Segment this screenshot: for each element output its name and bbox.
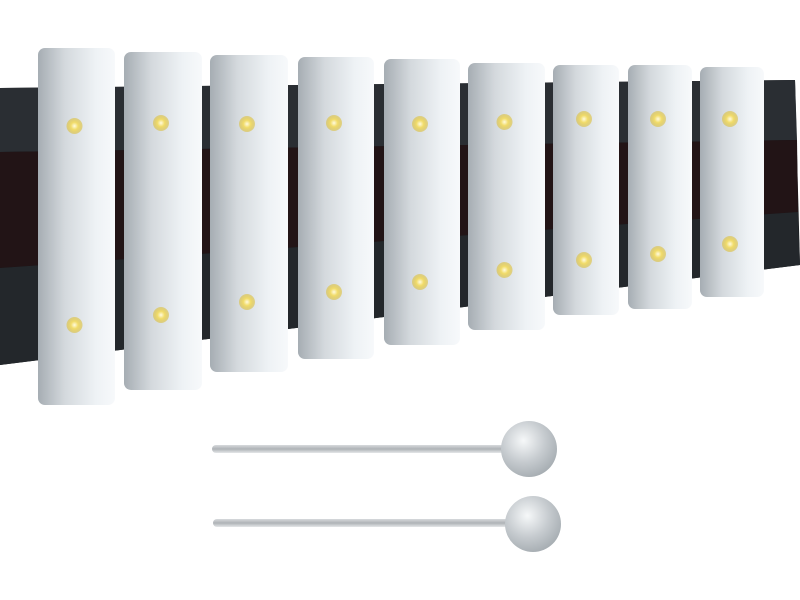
screw-icon — [239, 294, 255, 310]
xylophone-bar-8[interactable] — [628, 65, 692, 309]
xylophone-bar-7[interactable] — [553, 65, 619, 315]
screw-icon — [239, 116, 255, 132]
xylophone-bars — [38, 48, 764, 405]
bar-9-plate[interactable] — [700, 67, 764, 297]
bar-8-plate[interactable] — [628, 65, 692, 309]
xylophone-bar-4[interactable] — [298, 57, 374, 359]
bar-4-plate[interactable] — [298, 57, 374, 359]
xylophone-bar-3[interactable] — [210, 55, 288, 372]
bar-2-plate[interactable] — [124, 52, 202, 390]
xylophone-bar-5[interactable] — [384, 59, 460, 345]
mallets — [212, 421, 561, 552]
mallet-1-head[interactable] — [501, 421, 557, 477]
bar-3-plate[interactable] — [210, 55, 288, 372]
bar-7-plate[interactable] — [553, 65, 619, 315]
screw-icon — [412, 116, 428, 132]
mallet-1-stick[interactable] — [212, 445, 505, 453]
screw-icon — [722, 236, 738, 252]
bar-1-plate[interactable] — [38, 48, 115, 405]
screw-icon — [576, 252, 592, 268]
mallet-2-head[interactable] — [505, 496, 561, 552]
screw-icon — [326, 115, 342, 131]
bar-6-plate[interactable] — [468, 63, 545, 330]
screw-icon — [153, 307, 169, 323]
mallet-2[interactable] — [213, 496, 561, 552]
screw-icon — [326, 284, 342, 300]
mallet-2-stick[interactable] — [213, 519, 510, 527]
screw-icon — [576, 111, 592, 127]
mallet-1[interactable] — [212, 421, 557, 477]
screw-icon — [412, 274, 428, 290]
screw-icon — [66, 118, 83, 134]
screw-icon — [650, 111, 666, 127]
screw-icon — [650, 246, 666, 262]
xylophone-bar-6[interactable] — [468, 63, 545, 330]
xylophone-bar-2[interactable] — [124, 52, 202, 390]
screw-icon — [153, 115, 169, 131]
screw-icon — [496, 262, 513, 278]
screw-icon — [66, 317, 83, 333]
xylophone-bar-9[interactable] — [700, 67, 764, 297]
xylophone-bar-1[interactable] — [38, 48, 115, 405]
screw-icon — [496, 114, 513, 130]
screw-icon — [722, 111, 738, 127]
bar-5-plate[interactable] — [384, 59, 460, 345]
